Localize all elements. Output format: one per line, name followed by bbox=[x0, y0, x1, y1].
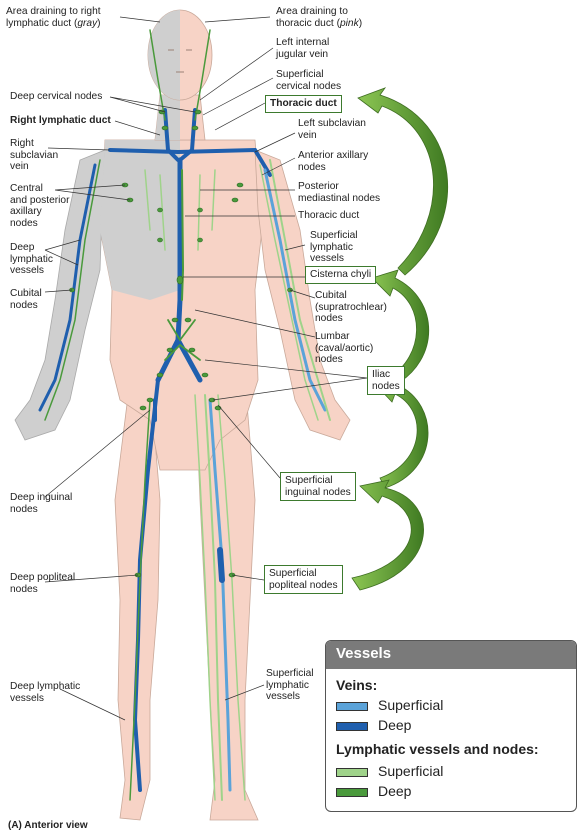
lumbar-label: Lumbar (caval/aortic) nodes bbox=[315, 331, 374, 365]
figure-caption: (A) Anterior view bbox=[8, 820, 88, 831]
veins-deep-swatch bbox=[336, 721, 368, 731]
anterior-axillary-label: Anterior axillary nodes bbox=[298, 150, 369, 173]
lymph-superficial-swatch bbox=[336, 767, 368, 777]
right-subclavian-label: Right subclavian vein bbox=[10, 138, 59, 172]
area-gray-word: gray bbox=[77, 17, 98, 29]
thoracic-duct-boxed-label: Thoracic duct bbox=[265, 95, 342, 113]
superficial-lymphatic-arm-label: Superficial lymphatic vessels bbox=[310, 230, 358, 264]
veins-deep-text: Deep bbox=[378, 717, 412, 733]
lymph-superficial-text: Superficial bbox=[378, 763, 444, 779]
lymph-deep-swatch bbox=[336, 787, 368, 797]
vessels-legend: Vessels Veins: Superficial Deep Lymphati… bbox=[325, 640, 577, 812]
cubital-supratrochlear-label: Cubital (supratrochlear) nodes bbox=[315, 290, 387, 324]
area-gray-line1: Area draining to right bbox=[6, 6, 101, 17]
deep-inguinal-label: Deep inguinal nodes bbox=[10, 492, 73, 515]
area-pink-line1: Area draining to bbox=[276, 6, 348, 17]
left-internal-jugular-label: Left internal jugular vein bbox=[276, 37, 330, 60]
area-gray-label: Area draining to right lymphatic duct (g… bbox=[6, 6, 101, 29]
superficial-popliteal-label: Superficial popliteal nodes bbox=[264, 565, 343, 594]
area-gray-close: ) bbox=[97, 17, 101, 29]
legend-lymph-heading: Lymphatic vessels and nodes: bbox=[336, 741, 539, 757]
cisterna-chyli-label: Cisterna chyli bbox=[305, 266, 377, 284]
deep-lymphatic-arm-label: Deep lymphatic vessels bbox=[10, 242, 54, 276]
cubital-nodes-label: Cubital nodes bbox=[10, 288, 42, 311]
area-gray-line2: lymphatic duct ( bbox=[6, 17, 78, 29]
lymphatic-vessels bbox=[44, 29, 331, 801]
area-pink-line2: thoracic duct ( bbox=[276, 17, 340, 29]
posterior-mediastinal-label: Posterior mediastinal nodes bbox=[298, 181, 381, 204]
legend-veins-deep: Deep bbox=[336, 717, 411, 733]
central-posterior-axillary-label: Central and posterior axillary nodes bbox=[10, 183, 70, 229]
veins-superficial-text: Superficial bbox=[378, 697, 444, 713]
legend-lymph-superficial: Superficial bbox=[336, 763, 443, 779]
left-subclavian-label: Left subclavian vein bbox=[298, 118, 366, 141]
superficial-inguinal-label: Superficial inguinal nodes bbox=[280, 472, 356, 501]
right-lymphatic-duct-label: Right lymphatic duct bbox=[10, 115, 111, 126]
superficial-lymphatic-leg-label: Superficial lymphatic vessels bbox=[266, 668, 314, 702]
lymph-deep-text: Deep bbox=[378, 783, 412, 799]
area-pink-close: ) bbox=[358, 17, 363, 29]
iliac-label: Iliac nodes bbox=[367, 366, 405, 395]
area-pink-word: pink bbox=[339, 17, 359, 29]
thoracic-duct-label: Thoracic duct bbox=[298, 210, 360, 221]
deep-popliteal-label: Deep popliteal nodes bbox=[10, 572, 76, 595]
legend-veins-superficial: Superficial bbox=[336, 697, 443, 713]
deep-lymphatic-leg-label: Deep lymphatic vessels bbox=[10, 681, 81, 704]
legend-lymph-deep: Deep bbox=[336, 783, 411, 799]
leader-lines bbox=[44, 16, 368, 721]
veins-superficial-swatch bbox=[336, 701, 368, 711]
legend-title: Vessels bbox=[326, 641, 576, 669]
legend-veins-heading: Veins: bbox=[336, 677, 378, 693]
deep-cervical-label: Deep cervical nodes bbox=[10, 91, 103, 102]
lymph-nodes bbox=[69, 109, 293, 578]
superficial-cervical-label: Superficial cervical nodes bbox=[276, 69, 342, 92]
area-pink-label: Area draining to thoracic duct (pink) bbox=[276, 6, 362, 29]
